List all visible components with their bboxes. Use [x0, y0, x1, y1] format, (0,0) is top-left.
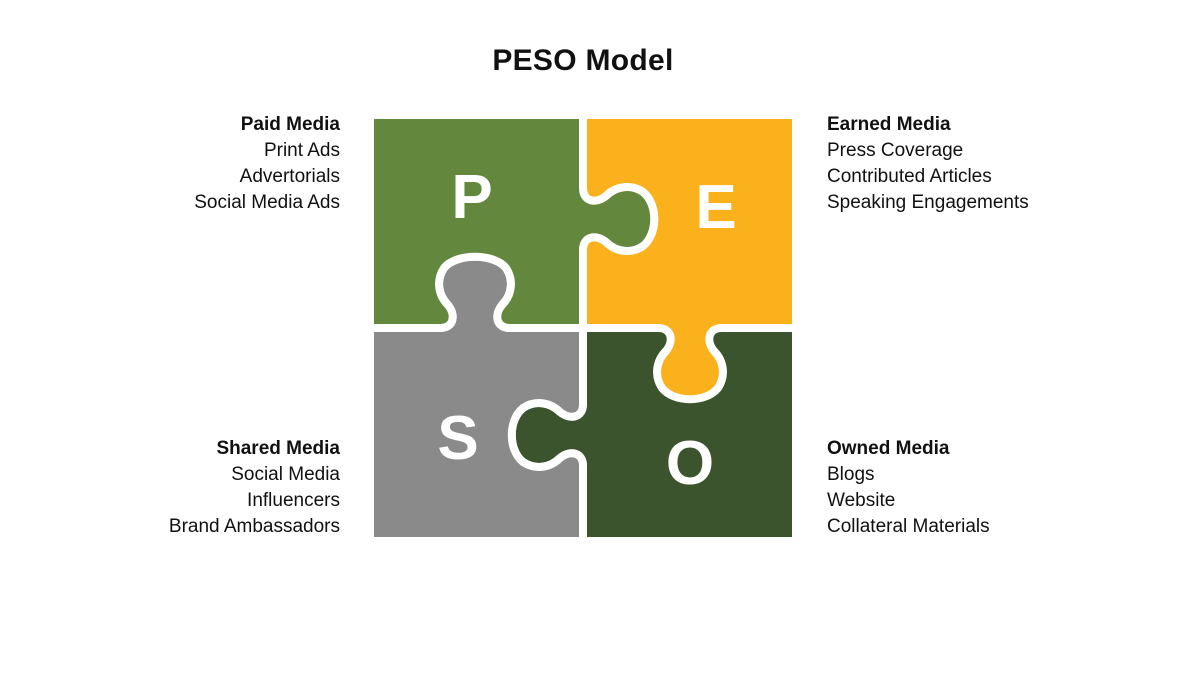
paid-media-item: Social Media Ads — [194, 192, 340, 213]
earned-letter: E — [695, 173, 736, 242]
page-title: PESO Model — [492, 44, 674, 77]
puzzle-frame — [362, 107, 804, 549]
paid-letter: P — [451, 163, 492, 232]
earned-media-item: Press Coverage — [827, 140, 964, 161]
shared-letter: S — [437, 404, 478, 473]
owned-media-block: Owned Media Blogs Website Collateral Mat… — [827, 436, 1127, 540]
shared-media-item: Brand Ambassadors — [168, 516, 340, 537]
shared-media-item: Social Media — [231, 464, 340, 485]
shared-media-heading: Shared Media — [216, 438, 340, 459]
paid-media-item: Print Ads — [263, 140, 340, 161]
earned-media-item: Speaking Engagements — [827, 192, 1029, 213]
earned-media-heading: Earned Media — [827, 114, 951, 135]
owned-media-item: Collateral Materials — [827, 516, 990, 537]
earned-media-item: Contributed Articles — [827, 166, 992, 187]
earned-media-block: Earned Media Press Coverage Contributed … — [827, 112, 1127, 216]
shared-media-item: Influencers — [247, 490, 340, 511]
owned-media-item: Blogs — [827, 464, 875, 485]
paid-media-item: Advertorials — [239, 166, 340, 187]
shared-media-block: Shared Media Social Media Influencers Br… — [80, 436, 340, 540]
paid-media-heading: Paid Media — [240, 114, 340, 135]
owned-letter: O — [666, 429, 714, 498]
paid-media-block: Paid Media Print Ads Advertorials Social… — [80, 112, 340, 216]
owned-media-item: Website — [827, 490, 896, 511]
paid-puzzle-piece — [366, 111, 659, 332]
owned-media-heading: Owned Media — [827, 438, 950, 459]
